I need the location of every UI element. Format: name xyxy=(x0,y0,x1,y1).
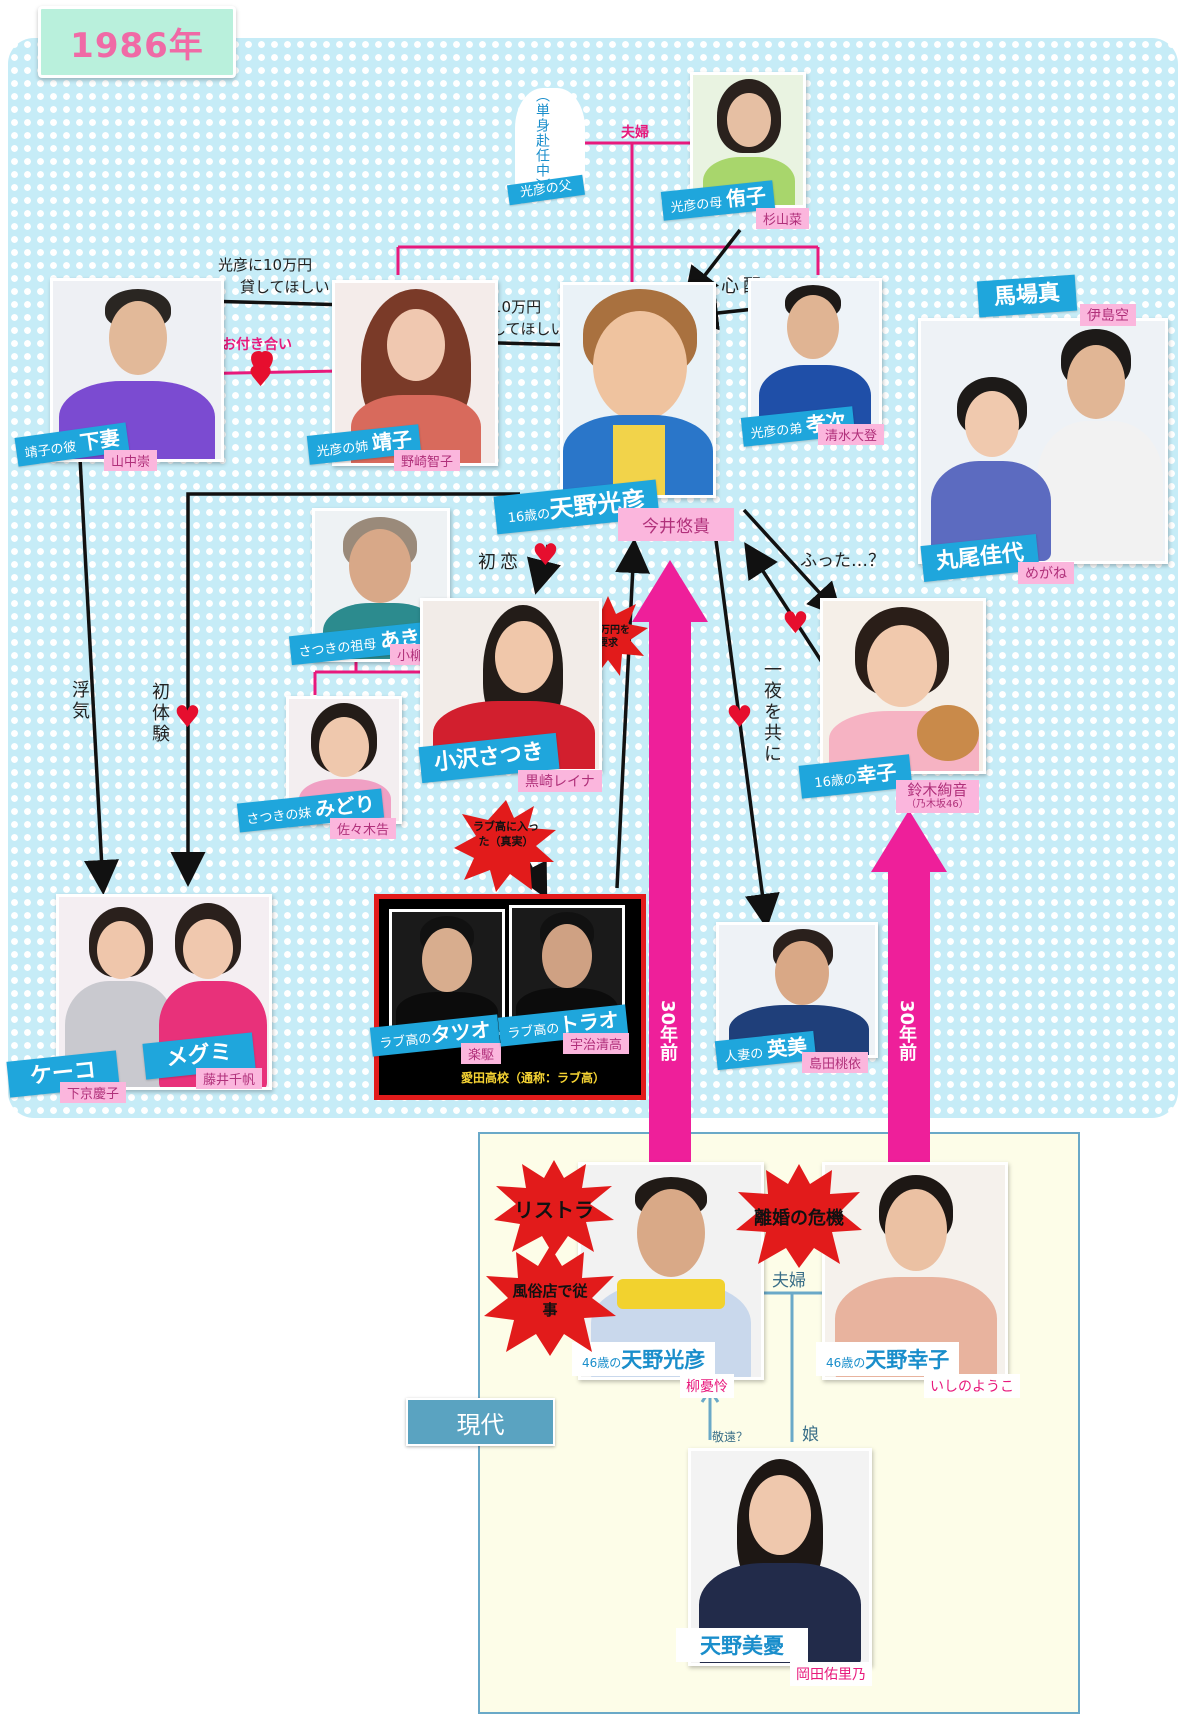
baba-name-tag: 馬場真 xyxy=(977,275,1077,317)
tatsuo-actor: 楽駆 xyxy=(461,1043,501,1064)
divorce-label: 離婚の危機 xyxy=(754,1204,844,1230)
mitsuhiko16-actor: 今井悠貴 xyxy=(618,508,734,541)
sachiko46-actor: いしのようこ xyxy=(924,1374,1020,1398)
megumi-actor: 藤井千帆 xyxy=(196,1068,262,1089)
school-name: 愛田高校（通称：ラブ高） xyxy=(461,1069,605,1086)
keiko-actor: 下京慶子 xyxy=(60,1082,126,1103)
sachiko16-photo xyxy=(820,598,986,774)
joined-label: ラブ高に入った（真実） xyxy=(472,820,540,850)
mother-actor: 杉山菜 xyxy=(756,208,809,229)
mitsuhiko46-actor: 柳憂怜 xyxy=(680,1374,734,1398)
heart-icon: ♥ xyxy=(532,538,559,573)
mitsuhiko16-photo xyxy=(560,282,716,498)
love-high-box: ラブ高のタツオ 楽駆 ラブ高のトラオ 宇治清高 愛田高校（通称：ラブ高） xyxy=(374,894,646,1100)
sachiko16-actor-note: （乃木坂46） xyxy=(906,799,969,811)
one-night-label: 一夜を共に xyxy=(758,660,784,765)
heart-icon: ♥ xyxy=(174,700,201,735)
heart-icon: ♥ xyxy=(248,360,273,393)
sachiko46-name-tag: 46歳の天野幸子 xyxy=(816,1342,959,1376)
hidemi-actor: 島田桃依 xyxy=(802,1052,868,1073)
brother-actor: 清水大登 xyxy=(818,424,884,445)
couple-label: 夫婦 xyxy=(621,122,649,142)
baba-actor: 伊島空 xyxy=(1080,304,1136,326)
satsuki-actor: 黒崎レイナ xyxy=(518,770,602,792)
fuzoku-label: 風俗店で従事 xyxy=(510,1282,590,1320)
thirty-years-label-2: 30年前 xyxy=(897,1000,915,1061)
lend-label-2: 貸してほしい xyxy=(240,276,330,297)
sachiko16-actor-name: 鈴木絢音 xyxy=(906,782,969,799)
torao-actor: 宇治清高 xyxy=(563,1033,629,1054)
thirty-years-label-1: 30年前 xyxy=(658,1000,676,1061)
sachiko16-actor: 鈴木絢音 （乃木坂46） xyxy=(896,780,979,813)
midori-actor: 佐々木告 xyxy=(330,818,396,839)
rejected-label: ふった…？ xyxy=(800,546,885,571)
boyfriend-actor: 山中崇 xyxy=(104,450,157,471)
first-love-label: 初恋 xyxy=(478,548,522,574)
daughter-label: 娘 xyxy=(802,1420,819,1445)
cheating-label: 浮気 xyxy=(66,680,92,722)
dating-label: お付き合い xyxy=(222,334,292,354)
father-note: （単身赴任中） xyxy=(532,88,552,193)
heart-icon: ♥ xyxy=(726,700,753,735)
maruo-actor: めがね xyxy=(1018,562,1074,584)
heart-icon: ♥ xyxy=(782,606,809,641)
miyu-name-tag: 天野美憂 xyxy=(676,1628,808,1662)
lend-label-1: 光彦に10万円 xyxy=(218,254,312,275)
present-couple-label: 夫婦 xyxy=(772,1266,806,1291)
lend-label-3: 10万円 xyxy=(492,296,541,317)
sister-actor: 野崎智子 xyxy=(394,450,460,471)
miyu-actor: 岡田佑里乃 xyxy=(790,1662,872,1686)
restructure-label: リストラ xyxy=(514,1194,594,1223)
baba-maruo-photo xyxy=(918,318,1168,564)
first-time-label: 初体験 xyxy=(146,682,172,745)
distant-label: 敬遠？ xyxy=(712,1428,748,1445)
